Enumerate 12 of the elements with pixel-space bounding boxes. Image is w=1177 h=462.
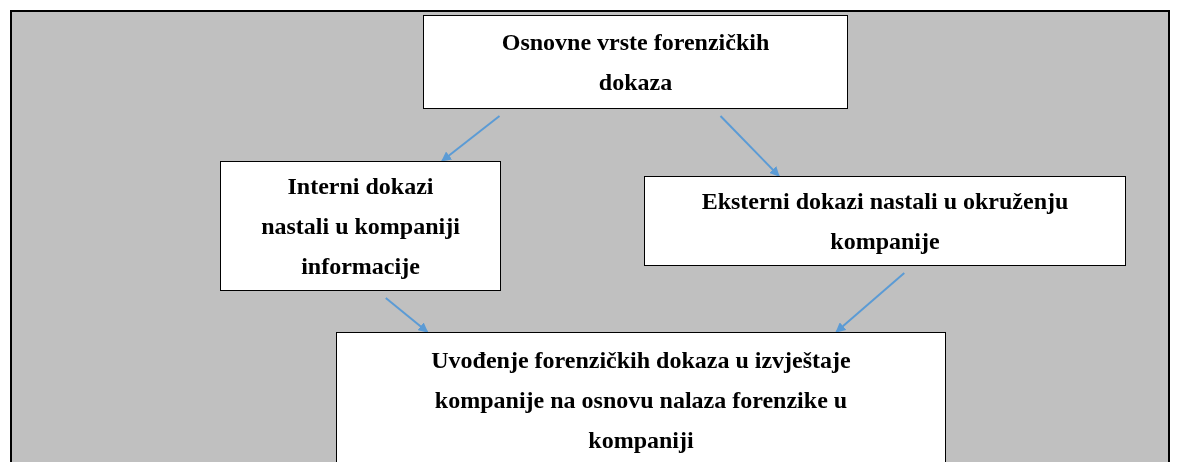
arrow: [835, 272, 906, 333]
arrow: [719, 115, 780, 177]
process-box: [644, 176, 1126, 266]
box-text: Uvođenje forenzičkih dokaza u izvještaje kompanije na osnovu nalaza forenzike u kompaniji: [430, 345, 852, 455]
box-text: Interni dokazi nastali u kompaniji informacije: [260, 172, 461, 281]
arrow: [441, 115, 501, 162]
process-box: [336, 332, 946, 462]
box-text: Osnovne vrste forenzičkih dokaza: [500, 28, 771, 97]
process-box: [220, 161, 501, 291]
arrow: [384, 297, 429, 333]
process-box: [423, 15, 848, 109]
box-text: Eksterni dokazi nastali u okruženju kompanije: [700, 187, 1070, 256]
